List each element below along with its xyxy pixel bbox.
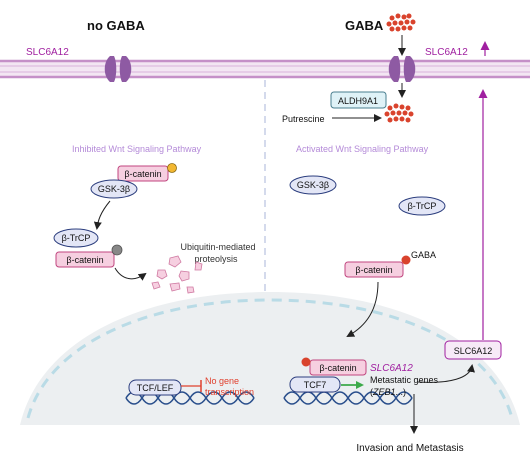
putrescine-label: Putrescine (282, 114, 325, 124)
metastatic-genes-line2: (ZEB1...) (370, 387, 406, 397)
gaba-bound-dot (401, 255, 411, 265)
degraded-fragments-icon (151, 255, 203, 294)
header-gaba: GABA (345, 18, 384, 33)
gaba-nuclear-dot (301, 357, 311, 367)
gaba-cluster-product-icon (384, 103, 414, 123)
beta-catenin-label-bound: β-catenin (66, 255, 103, 265)
tcf-lef-label: TCF/LEF (137, 383, 174, 393)
slc6a12-box (444, 340, 502, 360)
transporter-right-icon (388, 56, 416, 82)
aldh9a1-box (330, 91, 387, 109)
btrcp-label-left: β-TrCP (62, 233, 91, 243)
beta-catenin-label-nuclear: β-catenin (319, 363, 356, 373)
aldh9a1-label: ALDH9A1 (338, 96, 378, 106)
slc6a12-box-label: SLC6A12 (454, 346, 493, 356)
gsk3b-label-right: GSK-3β (297, 180, 329, 190)
arrow-to-proteolysis (114, 267, 147, 281)
no-gene-line1: No gene (205, 376, 239, 386)
tcf-lef-box (128, 379, 182, 396)
pathway-title-activated: Activated Wnt Signaling Pathway (296, 144, 429, 154)
arrow-genes-to-slc-box (417, 364, 475, 383)
beta-catenin-box-bound (55, 251, 115, 268)
slc6a12-gene-label: SLC6A12 (370, 363, 413, 374)
gsk3b-oval-left (90, 179, 138, 199)
cell-membrane (0, 59, 530, 79)
no-gene-line2: transcription (205, 387, 254, 397)
ubiquitin-grey-dot (111, 244, 123, 256)
gaba-bound-label: GABA (411, 250, 436, 260)
arrow-complex-to-btrcp (93, 200, 111, 230)
beta-catenin-box-top (117, 165, 169, 182)
dna-helix-right (283, 391, 413, 405)
gsk3b-label-left: GSK-3β (98, 184, 130, 194)
tcf7-label: TCF7 (304, 380, 327, 390)
transporter-left-icon (104, 56, 132, 82)
proteolysis-label-line2: proteolysis (194, 254, 238, 264)
inhibition-bar-icon (181, 380, 202, 392)
arrow-catenin-to-nucleus (346, 281, 379, 337)
header-no-gaba: no GABA (87, 18, 145, 33)
beta-catenin-label-top: β-catenin (124, 169, 161, 179)
btrcp-oval-left (53, 228, 99, 248)
proteolysis-label-line1: Ubiquitin-mediated (180, 242, 255, 252)
nucleus (20, 292, 520, 425)
metastatic-genes-line1: Metastatic genes (370, 375, 439, 385)
beta-catenin-box-free (344, 261, 404, 278)
gaba-cluster-top-icon (386, 13, 416, 32)
tcf7-box (289, 376, 341, 393)
btrcp-oval-right (398, 196, 446, 216)
pathway-title-inhibited: Inhibited Wnt Signaling Pathway (72, 144, 202, 154)
transporter-label-right: SLC6A12 (425, 47, 468, 58)
invasion-metastasis-label: Invasion and Metastasis (356, 443, 463, 454)
phosphate-yellow-dot (167, 163, 177, 173)
beta-catenin-box-nuclear (309, 359, 367, 376)
btrcp-label-right: β-TrCP (408, 201, 437, 211)
transporter-label-left: SLC6A12 (26, 47, 69, 58)
beta-catenin-label-free: β-catenin (355, 265, 392, 275)
gsk3b-oval-right (289, 175, 337, 195)
